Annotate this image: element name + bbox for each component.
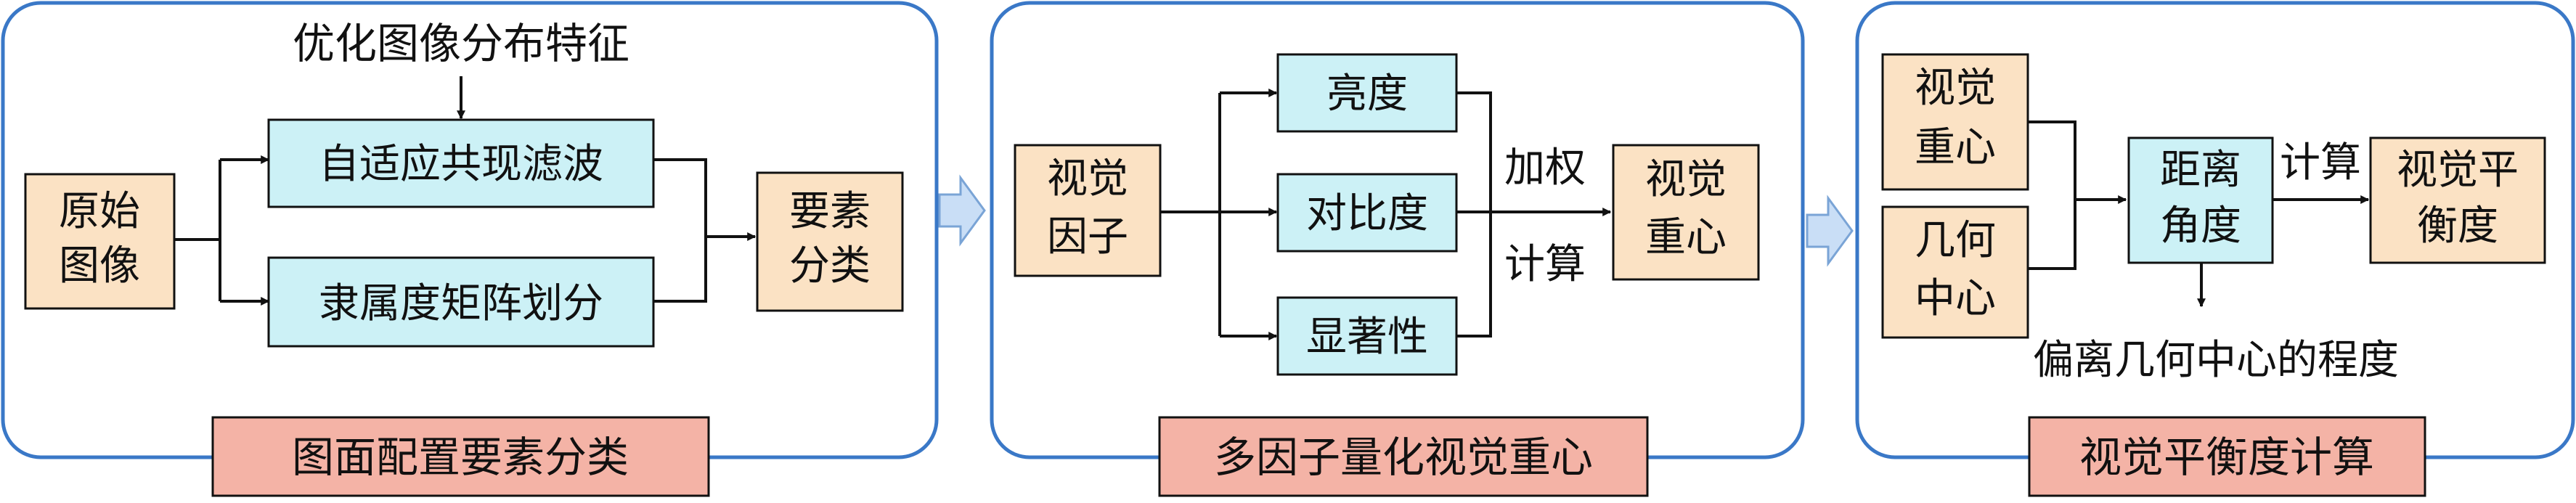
node-label: 重心 <box>1915 124 1996 171</box>
weighted-label: 加权 <box>1504 144 1586 192</box>
node-label: 视觉 <box>1047 155 1128 203</box>
node-label: 分类 <box>789 242 871 290</box>
panel-title-text: 视觉平衡度计算 <box>2079 433 2374 482</box>
node-label: 距离 <box>2160 147 2241 194</box>
node-saliency: 显著性 <box>1276 296 1458 376</box>
node-visual-center: 视觉 重心 <box>1881 53 2029 191</box>
node-label: 隶属度矩阵划分 <box>319 280 603 327</box>
panel-visual-center: 视觉 因子 亮度 对比度 显著性 加权 计算 视觉 重心 多因子量化视觉重心 <box>990 1 1805 497</box>
node-label: 自适应共现滤波 <box>319 141 603 188</box>
node-visual-center: 视觉 重心 <box>1612 144 1760 281</box>
node-membership-matrix: 隶属度矩阵划分 <box>267 256 655 348</box>
node-label: 中心 <box>1915 275 1996 322</box>
node-label: 图像 <box>59 242 140 290</box>
node-label: 视觉 <box>1645 156 1727 203</box>
transition-arrow <box>1806 195 1854 267</box>
panel2-title: 多因子量化视觉重心 <box>1158 416 1649 497</box>
node-visual-balance: 视觉平 衡度 <box>2369 136 2546 264</box>
node-label: 重心 <box>1645 214 1727 261</box>
compute-label: 计算 <box>1504 241 1586 288</box>
node-geometric-center: 几何 中心 <box>1881 205 2029 339</box>
node-distance-angle: 距离 角度 <box>2127 136 2274 264</box>
compute-label: 计算 <box>2280 139 2361 187</box>
node-label: 几何 <box>1915 217 1996 264</box>
panel1-title: 图面配置要素分类 <box>211 416 710 497</box>
transition-arrow <box>938 174 986 247</box>
panel3-connectors <box>2028 120 2370 308</box>
node-adaptive-filter: 自适应共现滤波 <box>267 118 655 208</box>
node-visual-factor: 视觉 因子 <box>1014 144 1162 277</box>
node-label: 角度 <box>2160 203 2241 250</box>
optimize-distribution-label: 优化图像分布特征 <box>293 19 629 68</box>
panel-title-text: 多因子量化视觉重心 <box>1214 433 1593 482</box>
node-brightness: 亮度 <box>1276 53 1458 133</box>
node-label: 显著性 <box>1306 314 1428 361</box>
node-element-class: 要素 分类 <box>756 171 904 312</box>
node-label: 视觉 <box>1915 65 1996 112</box>
panel3-title: 视觉平衡度计算 <box>2028 416 2426 497</box>
node-label: 亮度 <box>1326 70 1408 118</box>
node-label: 要素 <box>789 188 871 235</box>
node-label: 对比度 <box>1306 190 1428 237</box>
node-label: 原始 <box>59 188 140 235</box>
node-label: 因子 <box>1047 213 1128 261</box>
node-contrast: 对比度 <box>1276 173 1458 253</box>
panel2-connectors <box>1160 89 1612 340</box>
deviation-label: 偏离几何中心的程度 <box>2033 337 2399 384</box>
panel-title-text: 图面配置要素分类 <box>292 433 629 482</box>
node-label: 衡度 <box>2417 203 2498 250</box>
node-label: 视觉平 <box>2397 147 2519 194</box>
panel-element-classification: 优化图像分布特征 原始 图像 自适应共现滤波 隶属度矩阵划分 要素 分类 图面配… <box>1 1 939 497</box>
panel-visual-balance: 视觉 重心 几何 中心 距离 角度 计算 视觉平 衡度 偏离几何中心的程度 视觉… <box>1855 1 2575 497</box>
panel1-connectors <box>174 76 757 306</box>
node-original-image: 原始 图像 <box>24 173 176 310</box>
